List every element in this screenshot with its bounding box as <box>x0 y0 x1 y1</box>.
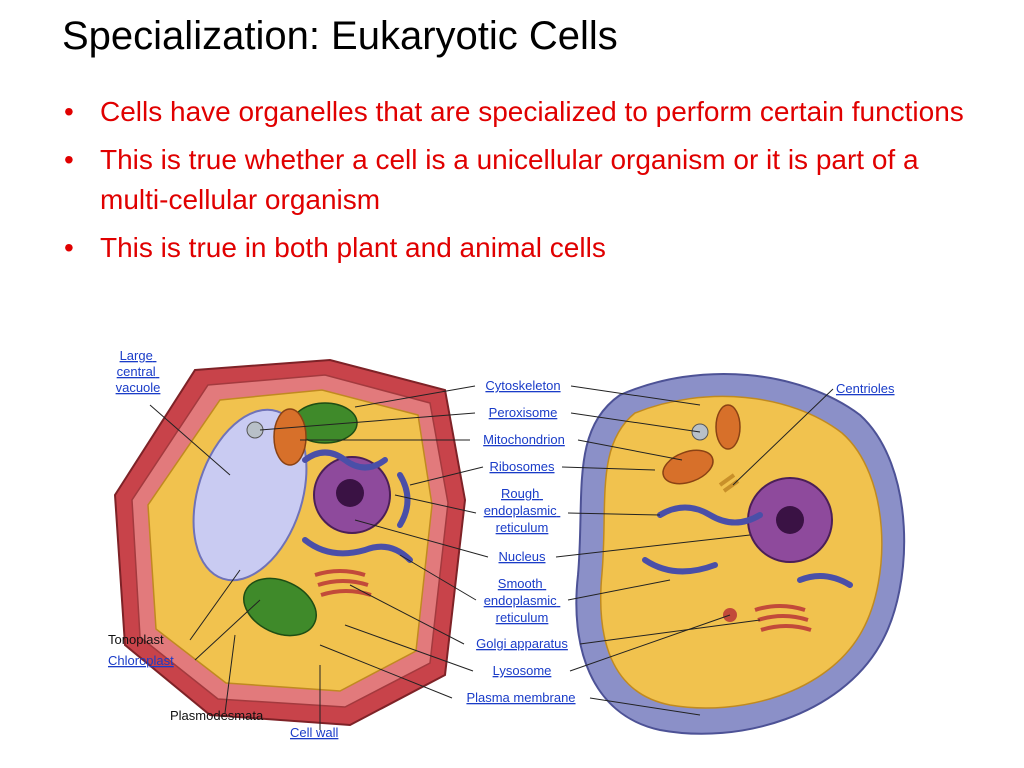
bullet-text: Cells have organelles that are specializ… <box>100 96 964 127</box>
plant-cell <box>113 358 467 727</box>
bullet-dot-icon: • <box>64 96 74 127</box>
label-mitochondrion: Mitochondrion <box>483 432 565 447</box>
animal-cytoplasm <box>599 395 883 709</box>
label-large-central-vacuole: Large central vacuole <box>116 348 161 395</box>
label-cytoskeleton: Cytoskeleton <box>485 378 560 393</box>
label-plasmodesmata: Plasmodesmata <box>170 708 264 723</box>
label-centrioles: Centrioles <box>836 381 895 396</box>
cell-diagram: Large central vacuole Tonoplast Chloropl… <box>108 348 906 740</box>
animal-cell <box>575 372 906 735</box>
label-smooth-er: Smooth endoplasmic reticulum <box>484 576 561 625</box>
bullet-dot-icon: • <box>64 144 74 175</box>
slide-title: Specialization: Eukaryotic Cells <box>62 14 618 58</box>
label-tonoplast: Tonoplast <box>108 632 164 647</box>
animal-nucleolus <box>776 506 804 534</box>
plant-rough-er <box>302 449 413 563</box>
label-golgi-apparatus: Golgi apparatus <box>476 636 568 651</box>
label-chloroplast: Chloroplast <box>108 653 174 668</box>
bullet-dot-icon: • <box>64 232 74 263</box>
bullet-item: • Cells have organelles that are speciali… <box>62 92 982 132</box>
label-lysosome: Lysosome <box>493 663 552 678</box>
chloroplast-bottom <box>243 577 317 637</box>
leader-lines <box>149 385 834 730</box>
label-cell-wall: Cell wall <box>290 725 339 740</box>
label-peroxisome: Peroxisome <box>489 405 558 420</box>
animal-golgi <box>754 604 812 632</box>
animal-rough-er <box>642 504 853 588</box>
animal-mitochondrion-2 <box>715 404 741 450</box>
bullet-item: • This is true whether a cell is a unicel… <box>62 140 982 220</box>
label-plasma-membrane: Plasma membrane <box>466 690 575 705</box>
plant-mitochondrion <box>273 408 307 466</box>
bullet-item: • This is true in both plant and animal c… <box>62 228 982 268</box>
bullet-text: This is true whether a cell is a unicell… <box>100 144 919 215</box>
bullet-text: This is true in both plant and animal ce… <box>100 232 606 263</box>
bullet-list: • Cells have organelles that are speciali… <box>62 92 982 276</box>
plant-nucleolus <box>336 479 364 507</box>
label-ribosomes: Ribosomes <box>489 459 555 474</box>
label-rough-er: Rough endoplasmic reticulum <box>484 486 561 535</box>
label-nucleus: Nucleus <box>499 549 546 564</box>
